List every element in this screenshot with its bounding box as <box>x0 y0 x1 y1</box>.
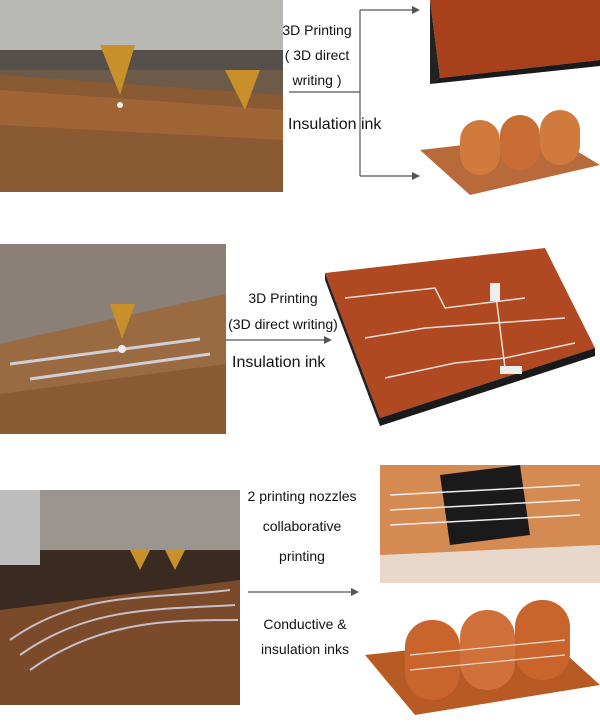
ink-label: insulation inks <box>261 641 349 657</box>
process-label: ( 3D direct <box>284 47 350 63</box>
process-label: writing ) <box>292 72 342 88</box>
flow-arrows-panel1 <box>289 6 420 180</box>
flexible-circuit-rolled <box>365 600 600 715</box>
printer-render-circuit <box>0 244 226 434</box>
process-label: printing <box>279 548 325 564</box>
printed-slab <box>430 0 600 84</box>
flow-arrow-panel3 <box>248 588 359 596</box>
process-label: (3D direct writing) <box>228 316 338 332</box>
printed-circuit-board <box>325 248 595 426</box>
process-label: 3D Printing <box>248 290 318 306</box>
printer-render-single-nozzle <box>0 0 283 192</box>
ink-label: Insulation ink <box>232 354 326 371</box>
printer-render-dual-nozzle <box>0 490 240 705</box>
flexible-circuit-bent <box>380 465 600 583</box>
ink-label: Conductive & <box>263 616 347 632</box>
process-label: collaborative <box>262 518 342 534</box>
flow-arrow-panel2 <box>226 336 332 344</box>
process-label: 2 printing nozzles <box>247 488 357 504</box>
rolled-structure <box>420 110 600 195</box>
ink-label: Insulation ink <box>288 116 382 133</box>
process-label: 3D Printing <box>282 22 352 38</box>
